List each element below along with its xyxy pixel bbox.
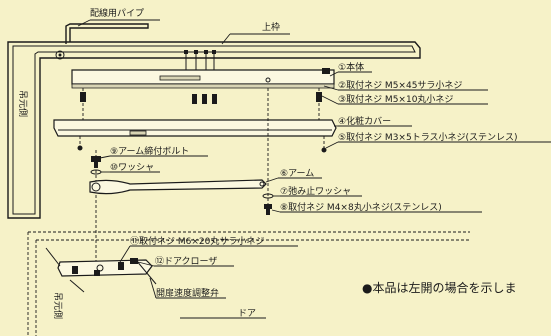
upper-frame-label: 上枠 (262, 21, 280, 33)
label-screw-m6x20: ⑪取付ネジ M6×20丸サラ小ネジ (130, 235, 264, 247)
hanging-side-bottom-label: 吊元側 (52, 292, 64, 319)
cover-screws (77, 136, 327, 153)
label-screw-m5x45: ②取付ネジ M5×45サラ小ネジ (338, 80, 462, 91)
label-screw-m4x8: ⑧取付ネジ M4×8丸小ネジ(ステンレス) (280, 201, 442, 213)
label-arm: ⑥アーム (280, 168, 314, 179)
arm-screw (264, 204, 272, 215)
label-screw-m3x5: ⑤取付ネジ M3×5トラス小ネジ(ステンレス) (338, 132, 518, 143)
upper-frame (7, 33, 421, 219)
door-closer (45, 247, 157, 293)
door (27, 231, 470, 336)
decorative-cover (53, 119, 337, 137)
closer-main-body (71, 68, 335, 89)
wiring-pipe (65, 19, 160, 44)
label-body: ①本体 (338, 61, 364, 73)
mounting-screws-top (184, 50, 216, 70)
label-speed-valve: 開扉速度調整弁 (156, 287, 219, 299)
door-label: ドア (238, 309, 256, 319)
arm-bolt (91, 156, 101, 168)
label-cover: ④化粧カバー (338, 115, 391, 127)
body-screws (80, 88, 322, 120)
hanging-side-top-label: 吊元側 (17, 90, 29, 117)
label-screw-m5x10: ③取付ネジ M5×10丸小ネジ (338, 93, 453, 105)
label-door-closer: ⑫ドアクローザ (155, 256, 217, 267)
arm (89, 179, 267, 195)
label-arm-bolt: ⑨アーム締付ボルト (110, 145, 189, 157)
label-washer: ⑩ワッシャ (110, 163, 154, 173)
label-lock-washer: ⑦弛み止ワッシャ (280, 185, 351, 197)
note-text: ●本品は左開の場合を示しま (362, 280, 516, 295)
wiring-pipe-label: 配線用パイプ (90, 7, 144, 19)
